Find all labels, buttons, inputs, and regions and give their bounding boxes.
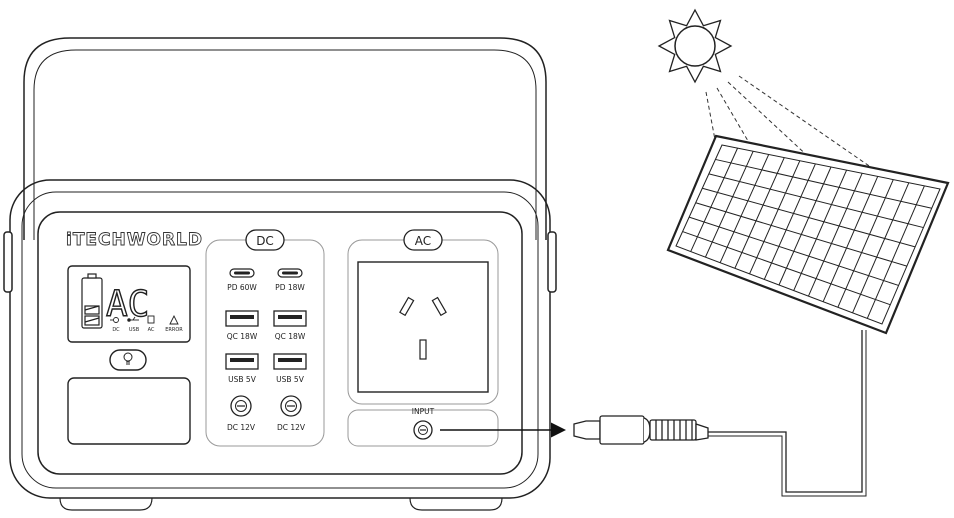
carry-handle[interactable]: [23, 37, 547, 240]
panel-grid-line: [778, 166, 832, 286]
indicator-dc: DC: [112, 327, 120, 333]
panel-grid-line: [708, 173, 924, 229]
panel-grid-line: [715, 158, 932, 209]
lcd-display: AC DC USB AC ERROR: [67, 265, 191, 343]
panel-grid-line: [807, 173, 863, 297]
indicator-ac: AC: [148, 327, 155, 333]
panel-grid-line: [793, 169, 848, 291]
battery-icon: [81, 273, 103, 329]
port-label-qc18-right: QC 18W: [275, 332, 306, 341]
dc-12v-port-right[interactable]: [280, 395, 302, 417]
solar-cable: [708, 330, 863, 493]
panel-grid-line: [866, 185, 925, 319]
panel-grid-line: [749, 160, 801, 275]
dc-barrel-plug-icon: [573, 415, 709, 445]
panel-grid-line: [763, 163, 816, 280]
panel-grid-line: [702, 187, 916, 248]
light-button[interactable]: [109, 349, 147, 371]
dc-section: DC PD 60W PD 18W QC 18W QC 18W USB 5V US…: [205, 229, 325, 447]
lightbulb-icon: [123, 352, 133, 365]
led-lamp: [67, 377, 191, 445]
panel-grid-line: [682, 231, 891, 306]
port-label-usb5-left: USB 5V: [228, 375, 257, 384]
dc-section-label: DC: [256, 234, 274, 248]
port-label-dc12-right: DC 12V: [277, 423, 306, 432]
front-panel: [37, 211, 523, 475]
dc-12v-port-left[interactable]: [230, 395, 252, 417]
solar-panel-icon: [666, 134, 950, 335]
power-station: [3, 37, 557, 511]
panel-grid-line: [837, 179, 894, 308]
port-label-qc18-left: QC 18W: [227, 332, 258, 341]
panel-grid-line: [719, 154, 770, 263]
input-section: INPUT: [347, 407, 499, 447]
ac-section: AC: [347, 229, 499, 405]
panel-grid-line: [695, 202, 908, 267]
panel-grid-line: [734, 157, 785, 269]
indicator-usb: USB: [129, 327, 140, 333]
input-label: INPUT: [412, 407, 435, 416]
port-label-pd60: PD 60W: [227, 283, 257, 292]
dc-input-port[interactable]: [413, 420, 433, 440]
panel-grid-line: [688, 216, 899, 286]
au-power-outlet-icon[interactable]: [357, 261, 489, 393]
panel-grid-line: [690, 147, 739, 252]
indicator-error: ERROR: [165, 327, 183, 333]
panel-grid-line: [852, 182, 910, 314]
warning-icon: [169, 314, 179, 325]
ac-section-label: AC: [415, 234, 431, 248]
dc-plug-icon: [110, 317, 119, 323]
ac-icon: [147, 315, 155, 324]
sun-icon: [657, 8, 733, 84]
port-label-dc12-left: DC 12V: [227, 423, 256, 432]
panel-grid-line: [704, 151, 754, 258]
port-label-usb5-right: USB 5V: [276, 375, 305, 384]
port-label-pd18: PD 18W: [275, 283, 305, 292]
panel-grid-line: [822, 176, 879, 302]
display-readout: AC: [106, 284, 149, 325]
station-body: [9, 179, 551, 499]
usb-icon: [127, 316, 139, 322]
brand-logo: iTECHWORLD: [66, 230, 203, 250]
